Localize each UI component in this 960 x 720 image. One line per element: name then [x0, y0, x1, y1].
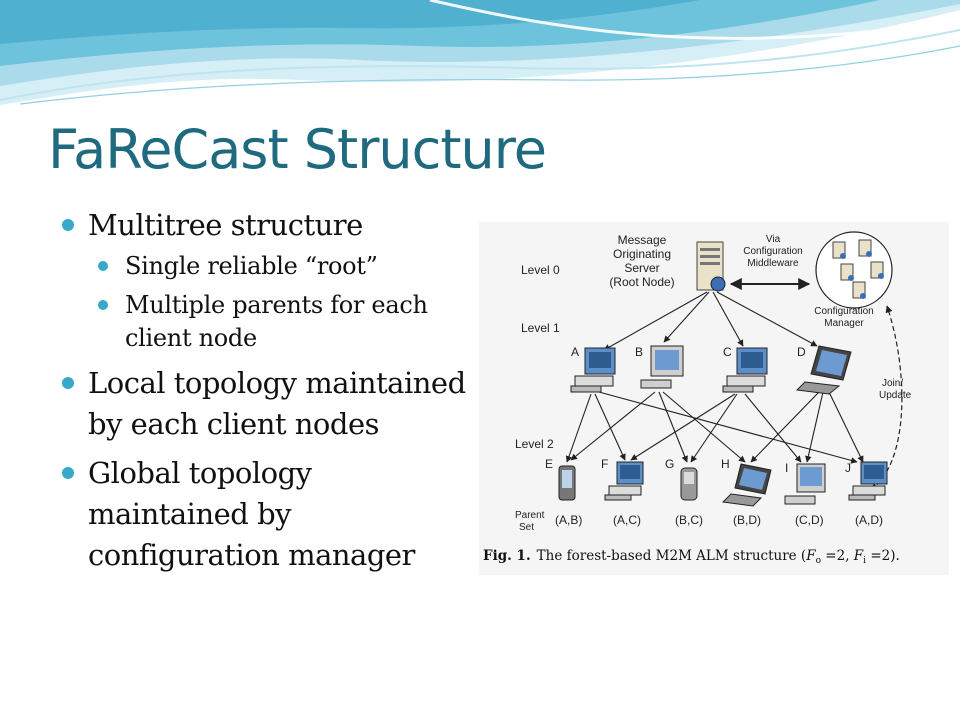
edge-C-G [690, 393, 738, 463]
manager-label-2: Manager [824, 318, 864, 329]
node-G-label: G [665, 457, 674, 471]
root-server-icon [696, 241, 726, 292]
edge-D-J [828, 391, 864, 463]
caption-mid: =2, [821, 548, 854, 564]
edge-A-F [594, 393, 626, 461]
bullet-multitree: Multitree structure Single reliable “roo… [60, 205, 480, 355]
level0-label: Level 0 [521, 263, 560, 277]
caption-fo-sub: o [816, 556, 821, 566]
node-J-label: J [845, 461, 851, 475]
sub-bullet-root: Single reliable “root” [98, 250, 480, 283]
header-wave-decoration [0, 0, 960, 120]
join-label-2: Update [879, 390, 912, 401]
node-E-pda-icon [558, 465, 576, 501]
node-F-label: F [601, 457, 608, 471]
sub-bullet-list: Single reliable “root” Multiple parents … [98, 250, 480, 355]
node-H-label: H [721, 457, 730, 471]
caption-fi-sub: i [863, 556, 866, 566]
configuration-manager-icon [815, 231, 893, 309]
edge-root-C [712, 291, 744, 347]
parent-set-G: (B,C) [675, 513, 703, 527]
node-F-desktop-icon [604, 461, 644, 501]
edge-root-A [603, 291, 708, 351]
edge-B-E [570, 391, 656, 461]
edge-C-I [744, 393, 802, 463]
node-I-label: I [785, 461, 788, 475]
parent-set-J: (A,D) [855, 513, 883, 527]
node-I-imac-icon [784, 463, 826, 505]
node-D-label: D [797, 345, 806, 359]
via-label-2: Configuration [743, 246, 802, 257]
node-C-desktop-icon [722, 347, 768, 393]
node-H-laptop-icon [721, 463, 772, 507]
node-A-label: A [571, 345, 579, 359]
node-D-laptop-icon [795, 345, 852, 395]
level2-label: Level 2 [515, 437, 554, 451]
edge-C-F [630, 393, 736, 461]
slide-title: FaReCast Structure [48, 118, 547, 181]
manager-label-1: Configuration [814, 306, 873, 317]
edge-A-E [565, 393, 592, 463]
edge-A-J [598, 391, 858, 464]
via-label-1: Via [766, 234, 781, 245]
node-B-label: B [635, 345, 643, 359]
bullet-multitree-text: Multitree structure [88, 208, 363, 242]
parent-set-E: (A,B) [555, 513, 582, 527]
parent-set-label-2: Set [519, 522, 534, 533]
server-label-2: Originating [613, 247, 671, 261]
edge-B-G [658, 391, 688, 463]
caption-text: The forest-based M2M ALM structure ( [537, 548, 807, 564]
server-label-1: Message [618, 233, 667, 247]
via-label-3: Middleware [747, 258, 799, 269]
forest-diagram: Level 0 Level 1 Level 2 Message Originat… [483, 231, 912, 566]
edge-B-H [662, 391, 746, 463]
edge-root-B [663, 291, 710, 343]
parent-set-label-1: Parent [515, 510, 545, 521]
edge-root-D [716, 291, 818, 347]
figure-caption: Fig. 1. The forest-based M2M ALM structur… [483, 548, 900, 566]
caption-end: =2). [866, 548, 900, 564]
parent-set-I: (C,D) [795, 513, 824, 527]
server-label-3: Server [624, 261, 659, 275]
bullet-local-topology: Local topology maintained by each client… [60, 363, 480, 445]
parent-set-H: (B,D) [733, 513, 761, 527]
caption-fi: F [853, 548, 864, 564]
node-J-desktop-icon [848, 461, 888, 501]
node-E-label: E [545, 457, 553, 471]
caption-fig-number: Fig. 1. [483, 548, 531, 564]
sub-bullet-parents: Multiple parents for each client node [98, 289, 480, 355]
server-label-4: (Root Node) [609, 275, 674, 289]
bullet-list: Multitree structure Single reliable “roo… [60, 205, 480, 584]
figure-forest-structure: Level 0 Level 1 Level 2 Message Originat… [479, 222, 949, 575]
caption-fo: F [805, 548, 816, 564]
node-C-label: C [723, 345, 732, 359]
node-A-desktop-icon [570, 347, 616, 393]
node-G-phone-icon [680, 467, 698, 501]
parent-set-F: (A,C) [613, 513, 641, 527]
level1-label: Level 1 [521, 321, 560, 335]
node-B-imac-icon [640, 345, 684, 389]
edge-D-H [750, 391, 820, 463]
bullet-global-topology: Global topology maintained by configurat… [60, 453, 480, 576]
edge-D-I [805, 391, 824, 463]
join-label-1: Join/ [882, 378, 903, 389]
